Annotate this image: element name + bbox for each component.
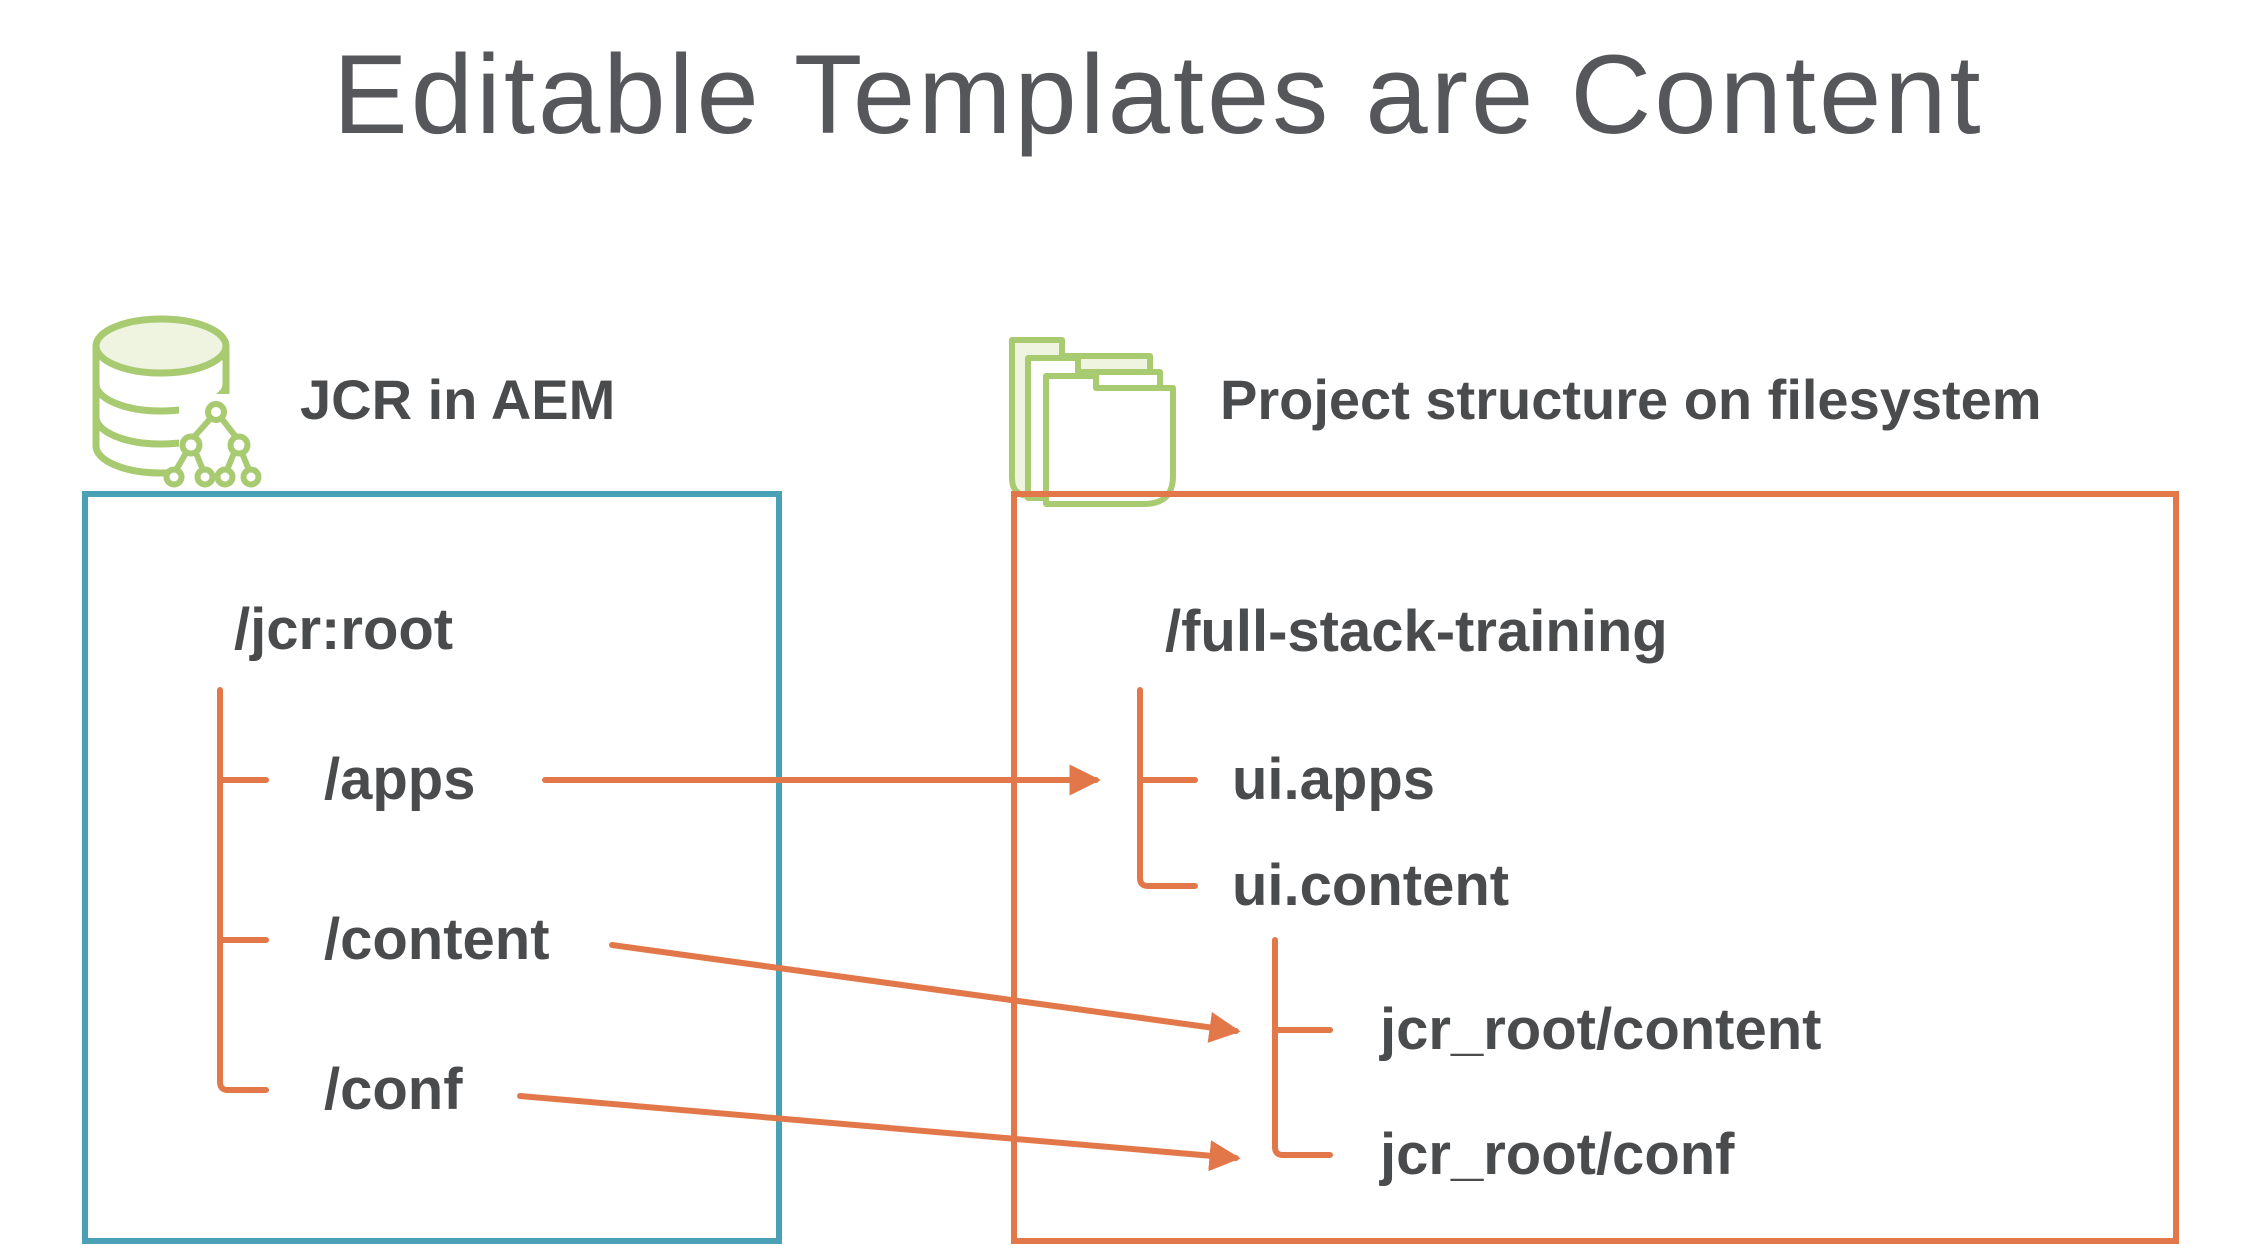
node-tree-glyph [163,401,262,488]
folders-icon [1009,337,1176,507]
node-ui-content: ui.content [1232,853,1510,918]
node-ui-apps: ui.apps [1232,747,1436,812]
node-jcr-root-content: jcr_root/content [1380,997,1822,1062]
node-full-stack-training: /full-stack-training [1165,599,1668,664]
node-conf: /conf [324,1057,463,1122]
jcr-box [82,491,782,1244]
filesystem-legend-label: Project structure on filesystem [1220,368,2042,431]
database-tree-icon [92,315,265,496]
jcr-legend-label: JCR in AEM [300,368,616,431]
node-jcr-root: /jcr:root [234,597,454,662]
slide-title: Editable Templates are Content [333,32,1984,157]
node-jcr-root-conf: jcr_root/conf [1380,1122,1735,1187]
node-apps: /apps [324,747,476,812]
node-content: /content [324,907,550,972]
filesystem-box [1011,491,2179,1244]
